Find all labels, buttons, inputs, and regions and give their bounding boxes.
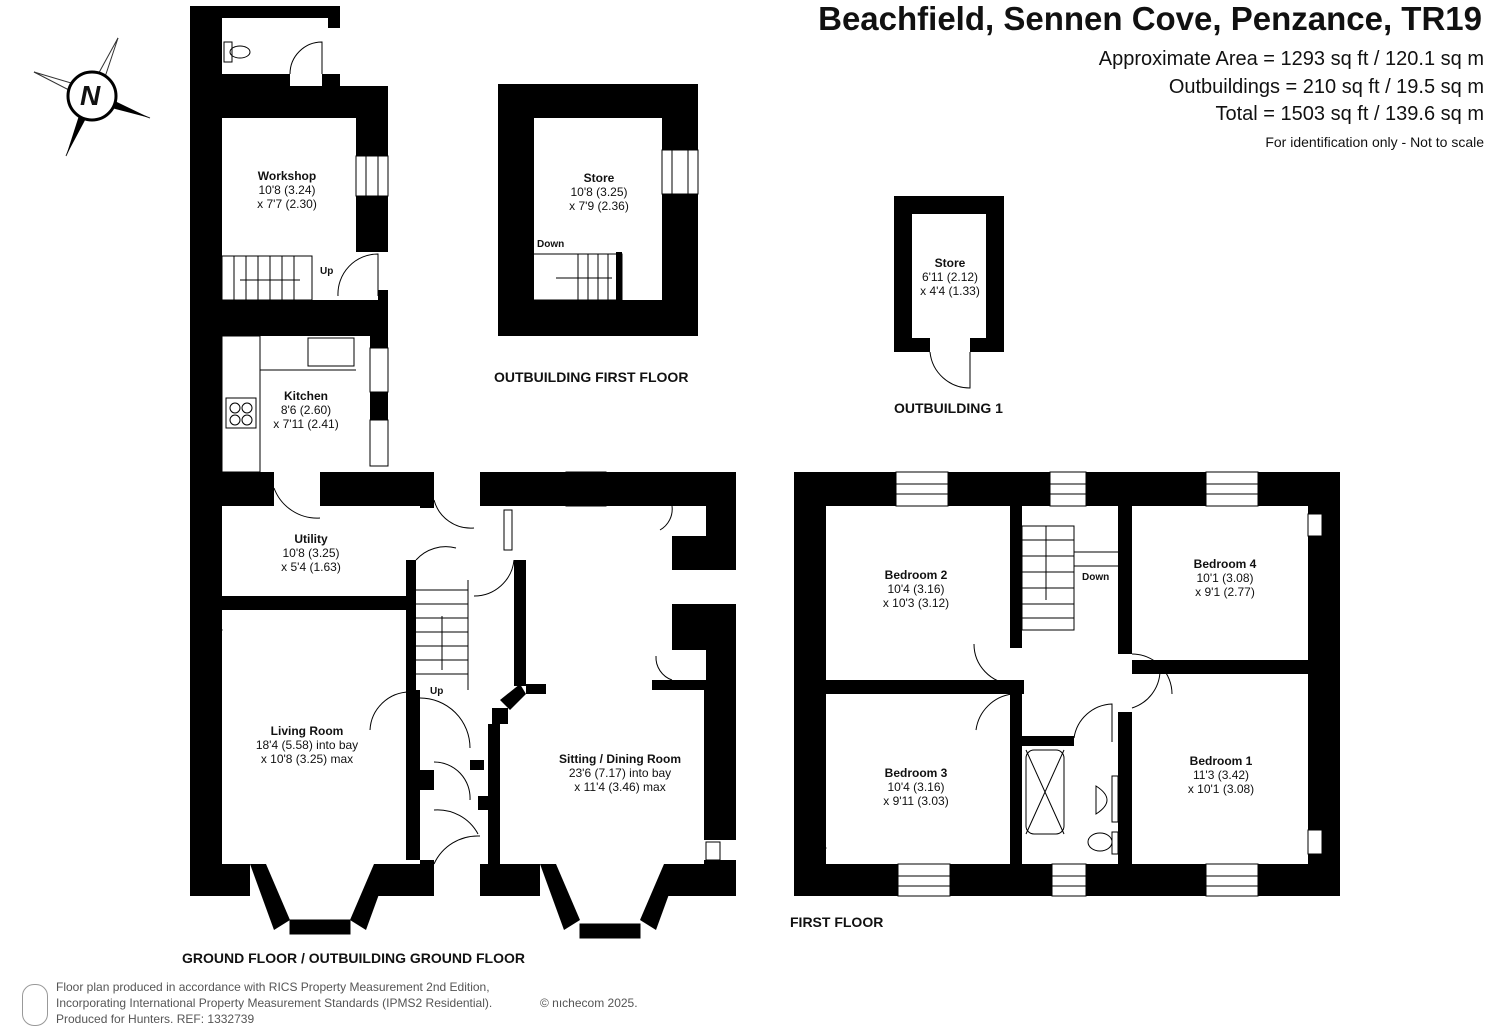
room-dims-bedroom-3-2: x 9'11 (3.03) — [883, 794, 949, 808]
footer-line-2: Incorporating International Property Mea… — [56, 996, 493, 1010]
room-dims-utility-1: 10'8 (3.25) — [282, 546, 340, 560]
first-floor-windows — [895, 471, 1323, 897]
room-dims-store-first-1: 10'8 (3.25) — [570, 185, 628, 199]
room-name-living-room: Living Room — [270, 724, 344, 738]
room-dims-utility-2: x 5'4 (1.63) — [281, 560, 341, 574]
room-name-store-outbuilding: Store — [934, 256, 966, 270]
room-dims-living-room-2: x 10'8 (3.25) max — [260, 752, 354, 766]
stair-label-up-workshop: Up — [320, 266, 334, 277]
approximate-area: Approximate Area = 1293 sq ft / 120.1 sq… — [1098, 48, 1484, 70]
outbuilding-first-floor-walls — [498, 84, 699, 336]
room-dims-bedroom-1-1: 11'3 (3.42) — [1192, 768, 1250, 782]
floor-label-outbuilding-1: OUTBUILDING 1 — [894, 400, 1003, 416]
room-dims-bedroom-2-1: 10'4 (3.16) — [887, 582, 945, 596]
room-dims-bedroom-2-2: x 10'3 (3.12) — [882, 596, 950, 610]
ground-floor-windows — [289, 155, 641, 939]
room-dims-bedroom-4-1: 10'1 (3.08) — [1196, 571, 1254, 585]
room-name-kitchen: Kitchen — [283, 389, 329, 403]
room-dims-store-first-2: x 7'9 (2.36) — [569, 199, 629, 213]
floor-label-first: FIRST FLOOR — [790, 914, 884, 930]
room-dims-bedroom-3-1: 10'4 (3.16) — [887, 780, 945, 794]
room-dims-store-outbuilding-1: 6'11 (2.12) — [921, 270, 979, 284]
room-name-bedroom-3: Bedroom 3 — [884, 766, 948, 780]
first-floor-doors-stairs — [811, 525, 1173, 862]
room-name-sitting-dining: Sitting / Dining Room — [559, 752, 681, 766]
room-dims-bedroom-1-2: x 10'1 (3.08) — [1187, 782, 1255, 796]
room-dims-kitchen-1: 8'6 (2.60) — [280, 403, 332, 417]
floor-label-outbuilding-first: OUTBUILDING FIRST FLOOR — [494, 369, 689, 385]
room-dims-sitting-dining-1: 23'6 (7.17) into bay — [568, 766, 672, 780]
room-dims-kitchen-2: x 7'11 (2.41) — [273, 417, 339, 431]
footer-copyright: © nıchecom 2025. — [540, 996, 638, 1010]
stair-label-down-store: Down — [537, 239, 565, 250]
person-scale-icon — [22, 984, 48, 1026]
ground-floor-doors-stairs — [205, 41, 721, 865]
room-dims-store-outbuilding-2: x 4'4 (1.33) — [920, 284, 980, 298]
room-name-bedroom-4: Bedroom 4 — [1193, 557, 1257, 571]
stair-label-up-hall: Up — [430, 686, 444, 697]
room-dims-workshop-1: 10'8 (3.24) — [258, 183, 316, 197]
footer-line-1: Floor plan produced in accordance with R… — [56, 980, 490, 994]
room-name-bedroom-1: Bedroom 1 — [1189, 754, 1253, 768]
floor-label-ground: GROUND FLOOR / OUTBUILDING GROUND FLOOR — [182, 950, 525, 966]
footer-line-3: Produced for Hunters. REF: 1332739 — [56, 1012, 255, 1026]
room-name-store-first: Store — [583, 171, 615, 185]
outbuilding-1-walls — [894, 196, 1004, 389]
stair-label-down-first: Down — [1082, 572, 1110, 583]
room-name-bedroom-2: Bedroom 2 — [884, 568, 948, 582]
north-arrow-icon — [33, 37, 151, 157]
room-name-workshop: Workshop — [257, 169, 317, 183]
room-dims-workshop-2: x 7'7 (2.30) — [257, 197, 317, 211]
room-name-utility: Utility — [294, 532, 328, 546]
first-floor-walls — [794, 472, 1340, 896]
room-dims-sitting-dining-2: x 11'4 (3.46) max — [574, 780, 666, 794]
property-title: Beachfield, Sennen Cove, Penzance, TR19 — [818, 0, 1482, 37]
total-area: Total = 1503 sq ft / 139.6 sq m — [1215, 103, 1485, 125]
compass-label: N — [80, 80, 101, 111]
room-dims-bedroom-4-2: x 9'1 (2.77) — [1195, 585, 1255, 599]
room-dims-living-room-1: 18'4 (5.58) into bay — [255, 738, 359, 752]
outbuildings-area: Outbuildings = 210 sq ft / 19.5 sq m — [1168, 76, 1484, 98]
ground-floor-walls — [190, 6, 736, 938]
disclaimer: For identification only - Not to scale — [1265, 134, 1484, 150]
